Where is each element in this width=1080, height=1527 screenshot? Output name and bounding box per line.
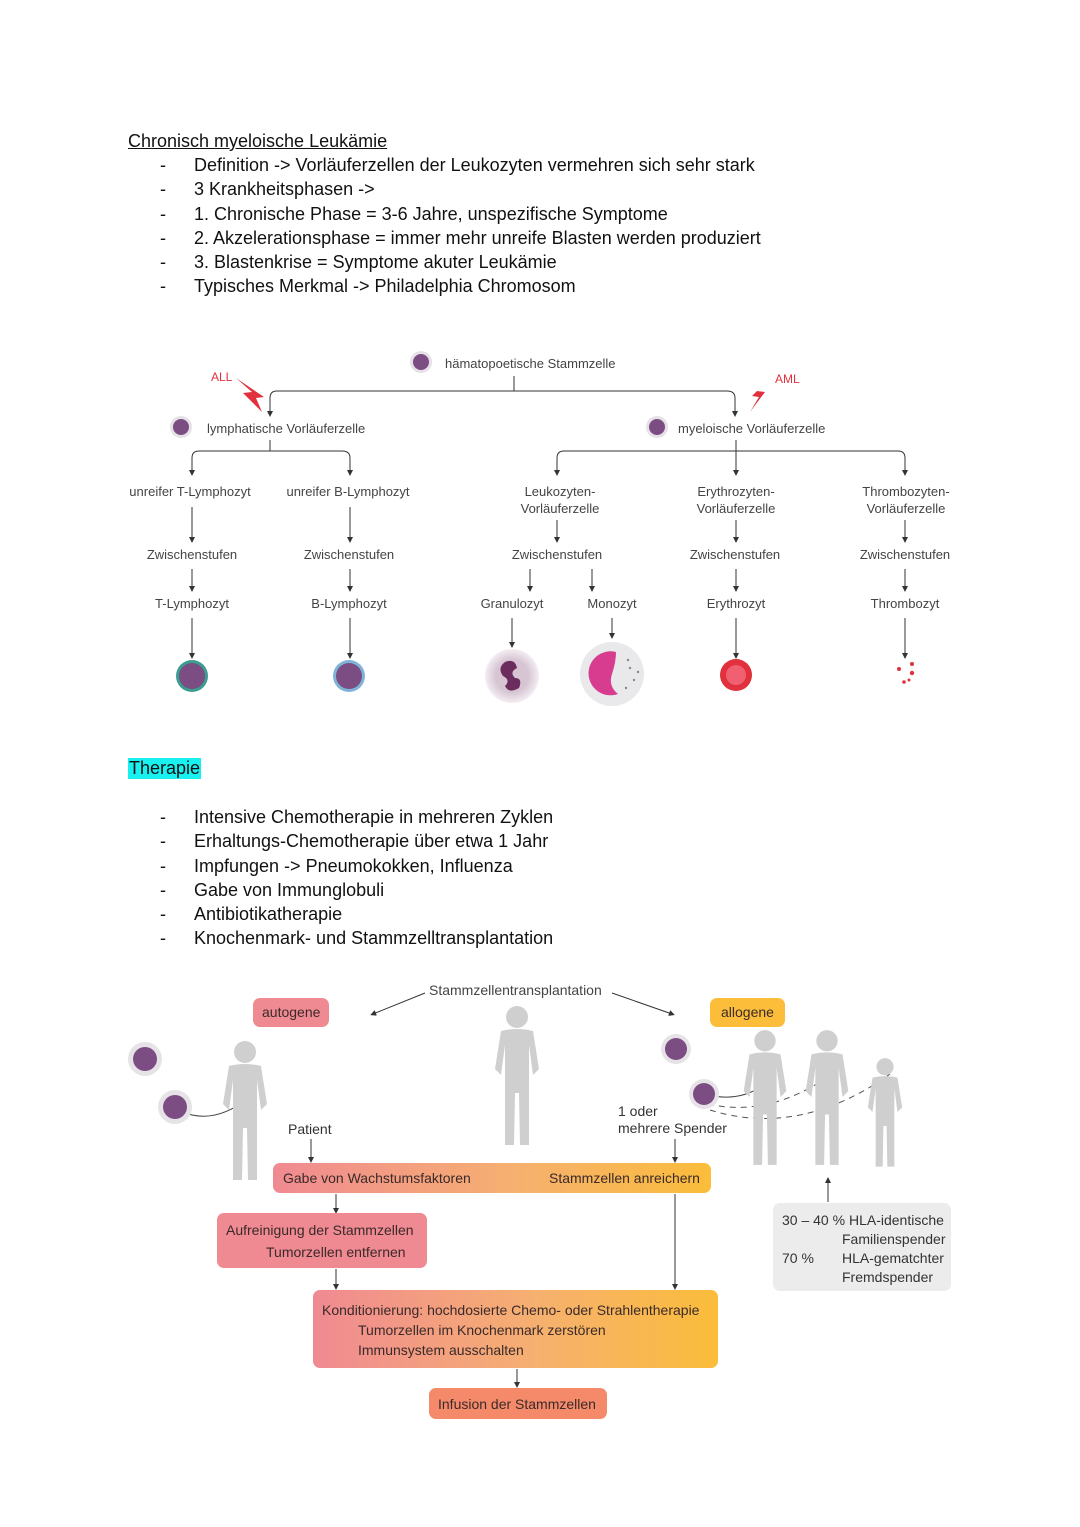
list-item: Erhaltungs-Chemotherapie über etwa 1 Jah… (160, 829, 553, 854)
list-item: 3. Blastenkrise = Symptome akuter Leukäm… (160, 250, 761, 275)
stem-cell-icon (158, 1090, 192, 1124)
thrombocyte-label: Thrombozyt (870, 596, 940, 611)
b-lymphocyte-label: B-Lymphozyt (311, 596, 387, 611)
lightning-icon (750, 376, 772, 412)
intermediate-label: Zwischenstufen (303, 547, 395, 562)
person-figure-icon (495, 1006, 539, 1145)
donor-figure-icon (867, 1058, 903, 1167)
list-item: Gabe von Immunglobuli (160, 878, 553, 903)
all-label: ALL (211, 370, 233, 384)
allogene-badge: allogene (710, 998, 785, 1027)
purification-box: Aufreinigung der Stammzellen Tumorzellen… (217, 1213, 427, 1268)
donor-figure-icon (743, 1030, 787, 1165)
monocyte-cell-icon (580, 642, 644, 706)
therapy-bullet-list: Intensive Chemotherapie in mehreren Zykl… (160, 805, 553, 951)
thr-progenitor-label: Thrombozyten-Vorläuferzelle (862, 484, 950, 516)
list-item: Typisches Merkmal -> Philadelphia Chromo… (160, 274, 761, 299)
list-item: Intensive Chemotherapie in mehreren Zykl… (160, 805, 553, 830)
immature-t-label: unreifer T-Lymphozyt (129, 484, 251, 499)
list-item: 3 Krankheitsphasen -> (160, 177, 761, 202)
list-item: Definition -> Vorläuferzellen der Leukoz… (160, 153, 761, 178)
patient-label: Patient (288, 1121, 332, 1137)
stem-cell-label: hämatopoetische Stammzelle (445, 356, 616, 371)
list-item: Knochenmark- und Stammzelltransplantatio… (160, 926, 553, 951)
intermediate-label: Zwischenstufen (511, 547, 603, 562)
list-item: 1. Chronische Phase = 3-6 Jahre, unspezi… (160, 202, 761, 227)
b-lymphocyte-cell-icon (333, 660, 365, 692)
infusion-box: Infusion der Stammzellen (429, 1388, 607, 1419)
intermediate-label: Zwischenstufen (859, 547, 951, 562)
erythrocyte-label: Erythrozyt (706, 596, 766, 611)
monocyte-label: Monozyt (587, 596, 637, 611)
conditioning-box: Konditionierung: hochdosierte Chemo- ode… (313, 1290, 718, 1368)
erythrocyte-cell-icon (720, 659, 752, 691)
list-item: 2. Akzelerationsphase = immer mehr unrei… (160, 226, 761, 251)
ery-progenitor-label: Erythrozyten-Vorläuferzelle (696, 484, 776, 516)
intermediate-label: Zwischenstufen (689, 547, 781, 562)
growth-factor-box: Gabe von Wachstumsfaktoren Stammzellen a… (273, 1163, 711, 1193)
thrombocyte-cell-icon (897, 662, 915, 684)
autogene-badge: autogene (253, 998, 330, 1027)
granulocyte-cell-icon (485, 649, 539, 703)
lymph-progenitor-label: lymphatische Vorläuferzelle (207, 421, 366, 436)
cml-bullet-list: Definition -> Vorläuferzellen der Leukoz… (160, 153, 761, 299)
hla-info-box: 30 – 40 % HLA-identische Familienspender… (773, 1203, 951, 1291)
myelo-progenitor-label: myeloische Vorläuferzelle (678, 421, 826, 436)
lightning-icon (236, 378, 264, 412)
donor-figure-icon (805, 1030, 849, 1165)
transplant-title: Stammzellentransplantation (429, 982, 602, 998)
stem-cell-icon (661, 1034, 691, 1064)
aml-label: AML (775, 372, 800, 386)
t-lymphocyte-cell-icon (176, 660, 208, 692)
t-lymphocyte-label: T-Lymphozyt (155, 596, 229, 611)
stem-cell-icon (128, 1042, 162, 1076)
stem-cell-icon (689, 1079, 719, 1109)
section-title-therapie: Therapie (128, 758, 202, 779)
granulocyte-label: Granulozyt (480, 596, 544, 611)
immature-b-label: unreifer B-Lymphozyt (286, 484, 410, 499)
intermediate-label: Zwischenstufen (146, 547, 238, 562)
list-item: Antibiotikatherapie (160, 902, 553, 927)
leuko-progenitor-label: Leukozyten-Vorläuferzelle (520, 484, 600, 516)
list-item: Impfungen -> Pneumokokken, Influenza (160, 854, 553, 879)
section-title-cml: Chronisch myeloische Leukämie (128, 131, 388, 151)
